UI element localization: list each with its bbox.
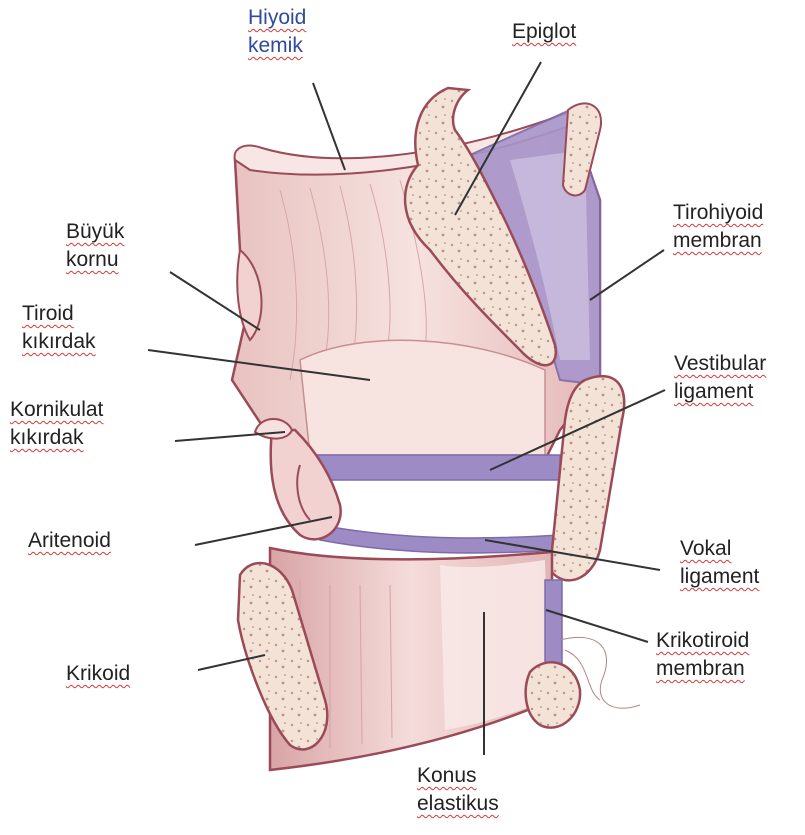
vocal-fold [320, 525, 560, 553]
label-epiglottis: Epiglot [512, 18, 576, 46]
cricoid-lamina-cut [526, 662, 580, 727]
label-arytenoid: Aritenoid [28, 527, 111, 555]
label-cricoid: Krikoid [66, 660, 130, 688]
posterior-strip-top [563, 103, 601, 195]
thyroid-inner [300, 340, 545, 455]
vestibular-fold [300, 455, 560, 480]
